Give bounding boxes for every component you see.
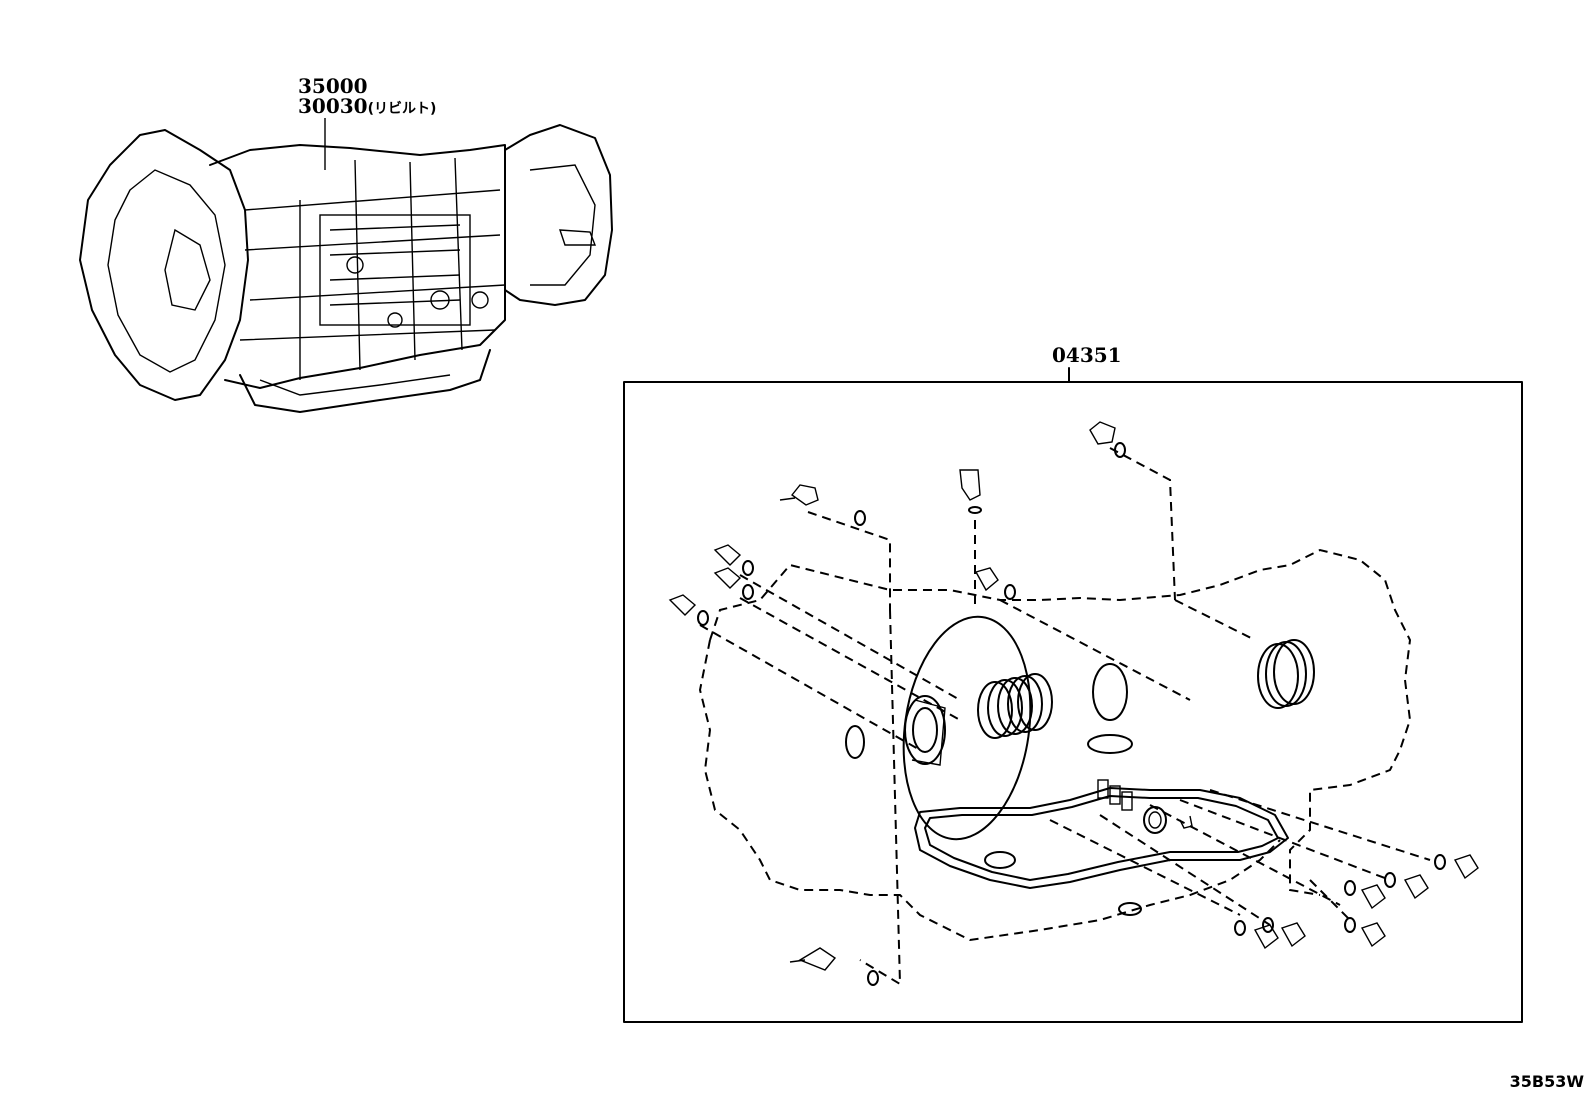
part-number-30030: 30030(リビルト) [298,96,436,119]
transmission-assembly-illustration [79,118,613,413]
diagram-code: 35B53W [1509,1072,1584,1091]
part-number-35000: 35000 [298,74,368,98]
gasket-kit-parts-illustration [668,421,1479,986]
part-number-30030-value: 30030 [298,94,368,118]
rebuilt-note: (リビルト) [367,101,437,117]
part-number-04351: 04351 [1052,343,1122,367]
gasket-kit-box [623,367,1523,1023]
